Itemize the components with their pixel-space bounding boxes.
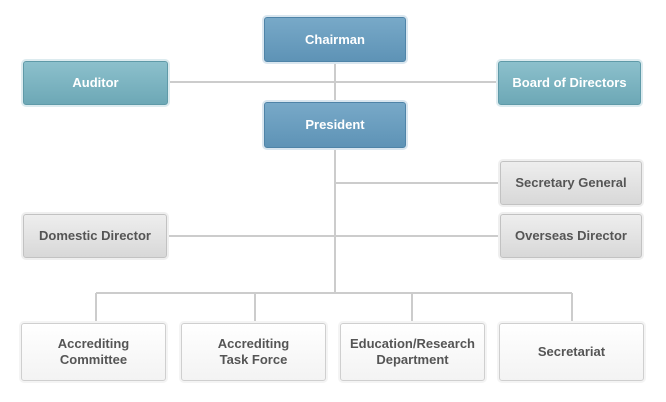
accrediting-committee-box: Accrediting Committee	[21, 323, 166, 381]
chairman-label: Chairman	[305, 31, 365, 47]
education-research-department-label-line2: Department	[376, 352, 449, 367]
overseas-director-label: Overseas Director	[514, 228, 627, 243]
board-of-directors-box: Board of Directors	[498, 61, 641, 105]
president-box: President	[264, 102, 406, 148]
secretary-general-label: Secretary General	[515, 175, 627, 190]
secretariat-box: Secretariat	[499, 323, 644, 381]
auditor-box: Auditor	[23, 61, 168, 105]
accrediting-committee-label-line1: Accrediting	[57, 336, 130, 351]
board-of-directors-label: Board of Directors	[512, 75, 627, 90]
domestic-director-box: Domestic Director	[23, 214, 167, 258]
education-research-department-label-line1: Education/Research	[350, 336, 475, 351]
secretary-general-box: Secretary General	[500, 161, 642, 205]
chairman-box: Chairman	[264, 17, 406, 62]
accrediting-task-force-label-line1: Accrediting	[217, 336, 290, 351]
president-label: President	[305, 117, 365, 132]
overseas-director-box: Overseas Director	[500, 214, 642, 258]
secretariat-label: Secretariat	[537, 344, 606, 359]
accrediting-committee-label-line2: Committee	[59, 352, 128, 367]
accrediting-task-force-box: Accrediting Task Force	[181, 323, 326, 381]
domestic-director-label: Domestic Director	[39, 228, 151, 243]
auditor-label: Auditor	[72, 75, 119, 90]
accrediting-task-force-label-line2: Task Force	[219, 352, 288, 367]
education-research-department-box: Education/Research Department	[340, 323, 485, 381]
